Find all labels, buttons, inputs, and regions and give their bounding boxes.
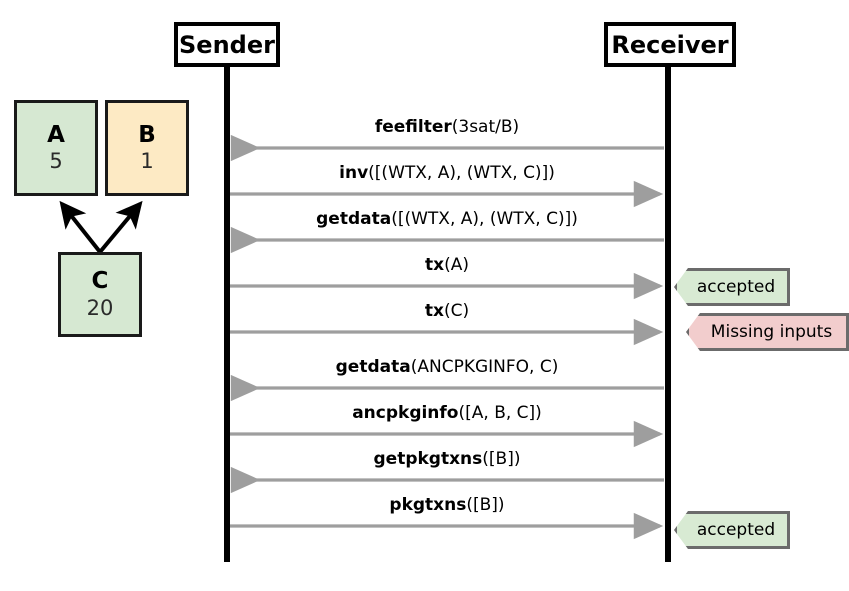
msg-args-getdata-ancpkginfo: (ANCPKGINFO, C) (410, 357, 559, 377)
tx-label-B: B (138, 121, 156, 148)
participant-header-receiver: Receiver (604, 22, 736, 67)
msg-label-getdata-wtx: getdata([(WTX, A), (WTX, C)]) (226, 209, 668, 229)
msg-label-getdata-ancpkginfo: getdata(ANCPKGINFO, C) (226, 357, 668, 377)
msg-label-pkgtxns: pkgtxns([B]) (226, 495, 668, 515)
participant-header-sender: Sender (174, 22, 280, 67)
msg-args-getpkgtxns: ([B]) (482, 449, 521, 469)
msg-label-feefilter: feefilter(3sat/B) (226, 117, 668, 137)
msg-args-inv: ([(WTX, A), (WTX, C)]) (368, 163, 555, 183)
msg-arrow-getdata-wtx (230, 226, 664, 254)
msg-name-getdata-ancpkginfo: getdata (335, 357, 411, 377)
msg-arrow-feefilter (230, 134, 664, 162)
tx-box-A: A 5 (14, 100, 98, 196)
msg-name-getdata-wtx: getdata (316, 209, 392, 229)
msg-name-inv: inv (339, 163, 369, 183)
tx-label-A: A (47, 121, 65, 148)
status-badge-missing-inputs-tx-c: Missing inputs (686, 313, 849, 351)
status-badge-accepted-tx-a: accepted (674, 268, 790, 306)
msg-name-getpkgtxns: getpkgtxns (373, 449, 483, 469)
msg-args-tx-c: (C) (443, 301, 470, 321)
tx-box-B: B 1 (105, 100, 189, 196)
msg-args-ancpkginfo: ([A, B, C]) (458, 403, 542, 423)
msg-args-getdata-wtx: ([(WTX, A), (WTX, C)]) (391, 209, 578, 229)
tx-value-C: 20 (86, 295, 114, 320)
msg-arrow-tx-a (230, 272, 664, 300)
msg-args-tx-a: (A) (444, 255, 469, 275)
msg-name-feefilter: feefilter (374, 117, 452, 137)
msg-name-tx-c: tx (424, 301, 444, 321)
msg-name-pkgtxns: pkgtxns (389, 495, 467, 515)
participant-label-receiver: Receiver (611, 30, 729, 59)
tx-value-A: 5 (49, 149, 63, 173)
tx-value-B: 1 (140, 149, 154, 173)
msg-arrow-pkgtxns (230, 512, 664, 540)
msg-label-tx-c: tx(C) (226, 301, 668, 321)
msg-args-pkgtxns: ([B]) (466, 495, 505, 515)
lifeline-sender (224, 62, 230, 562)
msg-name-ancpkginfo: ancpkginfo (352, 403, 459, 423)
msg-name-tx-a: tx (425, 255, 445, 275)
msg-label-inv: inv([(WTX, A), (WTX, C)]) (226, 163, 668, 183)
status-badge-label-missing-inputs-tx-c: Missing inputs (710, 322, 833, 342)
tx-box-C: C 20 (58, 252, 142, 337)
msg-label-getpkgtxns: getpkgtxns([B]) (226, 449, 668, 469)
lifeline-receiver (665, 62, 671, 562)
msg-arrow-inv (230, 180, 664, 208)
status-badge-label-accepted-pkgtxns: accepted (696, 520, 776, 540)
msg-label-tx-a: tx(A) (226, 255, 668, 275)
msg-label-ancpkginfo: ancpkginfo([A, B, C]) (226, 403, 668, 423)
status-badge-label-accepted-tx-a: accepted (696, 277, 776, 297)
msg-arrow-ancpkginfo (230, 420, 664, 448)
msg-arrow-getpkgtxns (230, 466, 664, 494)
tx-label-C: C (91, 268, 109, 295)
msg-arrow-tx-c (230, 318, 664, 346)
msg-arrow-getdata-ancpkginfo (230, 374, 664, 402)
dependency-arrow-C-to-A (59, 200, 143, 254)
msg-args-feefilter: (3sat/B) (451, 117, 520, 137)
participant-label-sender: Sender (179, 30, 275, 59)
status-badge-accepted-pkgtxns: accepted (674, 511, 790, 549)
